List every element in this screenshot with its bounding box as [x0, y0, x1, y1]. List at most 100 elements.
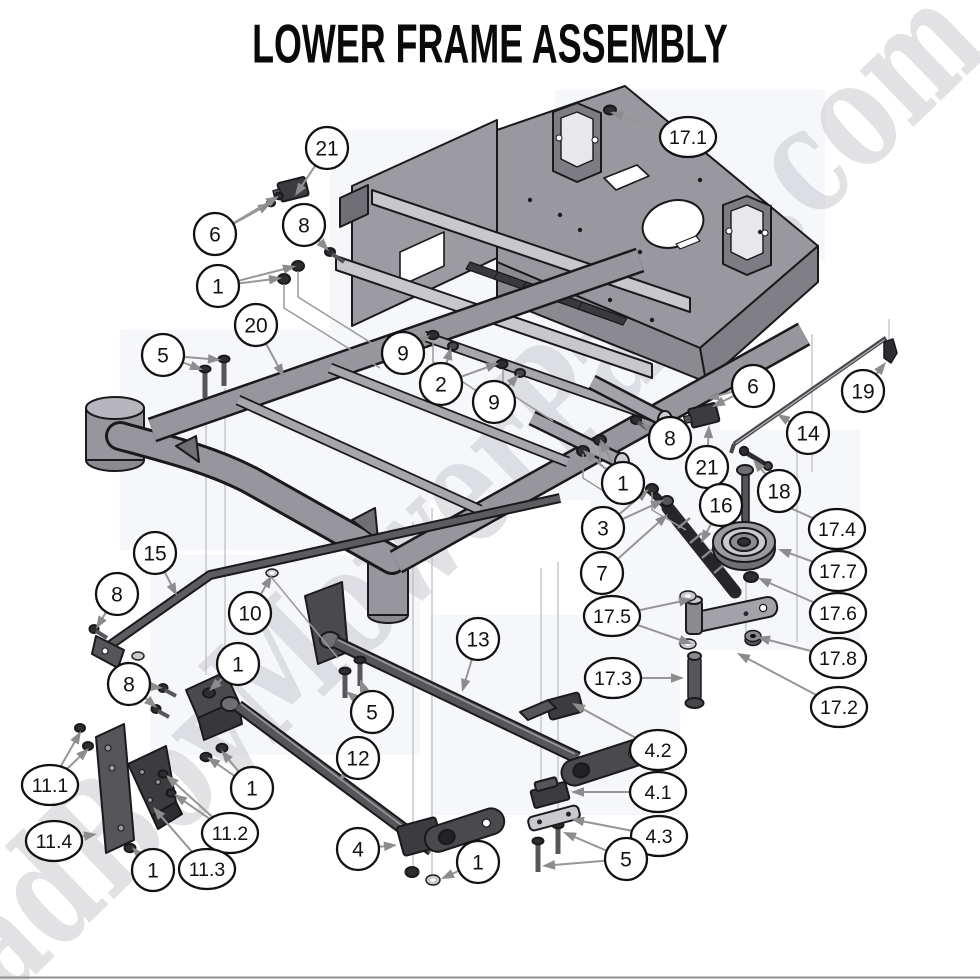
callout-1[interactable]: 1	[195, 263, 241, 309]
callout-8[interactable]: 8	[94, 571, 140, 617]
callout-circle[interactable]	[583, 656, 643, 700]
callout-17-7[interactable]: 17.7	[808, 549, 868, 593]
callout-10[interactable]: 10	[227, 590, 273, 636]
callout-12[interactable]: 12	[335, 735, 381, 781]
callout-11-1[interactable]: 11.1	[20, 763, 80, 807]
callout-17-3[interactable]: 17.3	[583, 656, 643, 700]
callout-19[interactable]: 19	[840, 368, 886, 414]
callout-circle[interactable]	[140, 332, 186, 378]
callout-18[interactable]: 18	[756, 468, 802, 514]
callout-circle[interactable]	[281, 202, 327, 248]
callout-circle[interactable]	[807, 507, 867, 551]
callout-number: 8	[111, 584, 123, 607]
callout-4-3[interactable]: 4.3	[629, 814, 689, 858]
callout-circle[interactable]	[215, 641, 261, 687]
callout-circle[interactable]	[471, 379, 517, 425]
callout-circle[interactable]	[455, 839, 501, 885]
callout-17-4[interactable]: 17.4	[807, 507, 867, 551]
callout-circle[interactable]	[785, 410, 831, 456]
callout-circle[interactable]	[809, 685, 869, 729]
callout-circle[interactable]	[177, 847, 237, 891]
callout-circle[interactable]	[418, 361, 464, 407]
callout-13[interactable]: 13	[455, 616, 501, 662]
callout-5[interactable]: 5	[603, 836, 649, 882]
callout-circle[interactable]	[579, 550, 625, 596]
callout-circle[interactable]	[229, 765, 275, 811]
leader-arrowhead	[207, 757, 221, 769]
leader-arrowhead	[257, 203, 271, 214]
callout-circle[interactable]	[304, 125, 350, 171]
callout-8[interactable]: 8	[106, 661, 152, 707]
callout-circle[interactable]	[756, 468, 802, 514]
callout-21[interactable]: 21	[684, 444, 730, 490]
callout-1[interactable]: 1	[215, 641, 261, 687]
callout-11-2[interactable]: 11.2	[200, 811, 260, 855]
callout-4-1[interactable]: 4.1	[628, 770, 688, 814]
callout-circle[interactable]	[629, 814, 689, 858]
callout-circle[interactable]	[603, 836, 649, 882]
callout-4[interactable]: 4	[335, 826, 381, 872]
callout-circle[interactable]	[192, 211, 238, 257]
callout-9[interactable]: 9	[380, 330, 426, 376]
callout-circle[interactable]	[730, 363, 776, 409]
callout-circle[interactable]	[24, 819, 84, 863]
callout-circle[interactable]	[20, 763, 80, 807]
callout-11-3[interactable]: 11.3	[177, 847, 237, 891]
callout-15[interactable]: 15	[132, 530, 178, 576]
callout-circle[interactable]	[335, 826, 381, 872]
callout-1[interactable]: 1	[455, 839, 501, 885]
callout-circle[interactable]	[808, 549, 868, 593]
callout-circle[interactable]	[94, 571, 140, 617]
callout-20[interactable]: 20	[233, 302, 279, 348]
callout-9[interactable]: 9	[471, 379, 517, 425]
callout-17-6[interactable]: 17.6	[808, 591, 868, 635]
callout-6[interactable]: 6	[192, 211, 238, 257]
callout-circle[interactable]	[580, 505, 626, 551]
callout-circle[interactable]	[380, 330, 426, 376]
callout-circle[interactable]	[349, 689, 395, 735]
callout-21[interactable]: 21	[304, 125, 350, 171]
callout-number: 18	[767, 481, 790, 504]
callout-number: 19	[851, 381, 874, 404]
callout-circle[interactable]	[455, 616, 501, 662]
callout-circle[interactable]	[195, 263, 241, 309]
callout-8[interactable]: 8	[281, 202, 327, 248]
leader-arrowhead	[359, 679, 369, 693]
callout-5[interactable]: 5	[349, 689, 395, 735]
callout-circle[interactable]	[600, 460, 646, 506]
callout-circle[interactable]	[647, 415, 693, 461]
callout-17-5[interactable]: 17.5	[582, 594, 642, 638]
callout-circle[interactable]	[106, 661, 152, 707]
callout-circle[interactable]	[698, 482, 744, 528]
callout-circle[interactable]	[227, 590, 273, 636]
callout-circle[interactable]	[582, 594, 642, 638]
callout-8[interactable]: 8	[647, 415, 693, 461]
callout-circle[interactable]	[628, 770, 688, 814]
callout-5[interactable]: 5	[140, 332, 186, 378]
callout-circle[interactable]	[808, 636, 868, 680]
callout-1[interactable]: 1	[229, 765, 275, 811]
callout-17-2[interactable]: 17.2	[809, 685, 869, 729]
callout-circle[interactable]	[658, 115, 718, 159]
callout-1[interactable]: 1	[600, 460, 646, 506]
callout-circle[interactable]	[335, 735, 381, 781]
callout-16[interactable]: 16	[698, 482, 744, 528]
callout-circle[interactable]	[233, 302, 279, 348]
callout-1[interactable]: 1	[130, 847, 176, 893]
callout-circle[interactable]	[628, 728, 688, 772]
callout-circle[interactable]	[808, 591, 868, 635]
callout-6[interactable]: 6	[730, 363, 776, 409]
callout-14[interactable]: 14	[785, 410, 831, 456]
callout-circle[interactable]	[200, 811, 260, 855]
callout-7[interactable]: 7	[579, 550, 625, 596]
callout-number: 17.2	[820, 697, 858, 719]
callout-circle[interactable]	[130, 847, 176, 893]
callout-4-2[interactable]: 4.2	[628, 728, 688, 772]
callout-circle[interactable]	[132, 530, 178, 576]
callout-11-4[interactable]: 11.4	[24, 819, 84, 863]
callout-2[interactable]: 2	[418, 361, 464, 407]
callout-circle[interactable]	[840, 368, 886, 414]
callout-3[interactable]: 3	[580, 505, 626, 551]
callout-17-8[interactable]: 17.8	[808, 636, 868, 680]
callout-17-1[interactable]: 17.1	[658, 115, 718, 159]
